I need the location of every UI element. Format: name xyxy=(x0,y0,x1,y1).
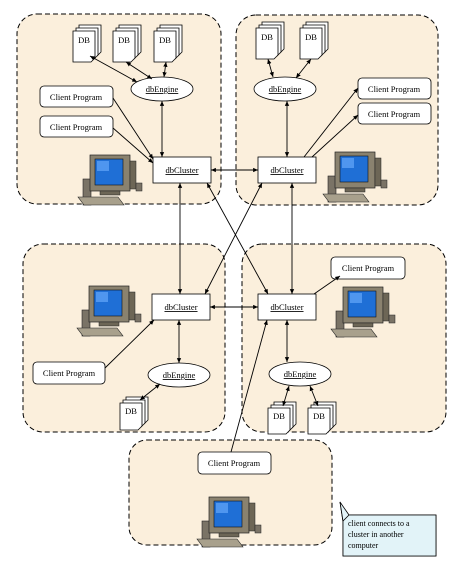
db-engine-label: dbEngine xyxy=(163,370,196,380)
client-program-box: Client Program xyxy=(357,102,432,125)
db-engine-label: dbEngine xyxy=(269,84,302,94)
db-engine: dbEngine xyxy=(130,76,194,102)
db-store: DB xyxy=(153,24,183,63)
db-engine: dbEngine xyxy=(253,76,317,102)
client-program-box: Client Program xyxy=(39,85,114,108)
db-label: DB xyxy=(159,35,171,45)
client-program-box: Client Program xyxy=(357,77,432,100)
connector-arrow xyxy=(112,127,154,164)
db-label: DB xyxy=(125,406,137,416)
db-label: DB xyxy=(313,411,325,421)
db-store: DB xyxy=(72,24,102,63)
db-cluster-label: dbCluster xyxy=(270,302,303,312)
callout-line-1: client connects to a xyxy=(348,519,410,528)
db-label: DB xyxy=(78,35,90,45)
client-program-box: Client Program xyxy=(39,115,114,138)
db-cluster: dbCluster xyxy=(257,156,317,184)
client-program-label: Client Program xyxy=(50,92,103,102)
db-cluster-label: dbCluster xyxy=(164,302,197,312)
connector-arrow xyxy=(139,383,161,401)
db-label: DB xyxy=(261,32,273,42)
client-program-label: Client Program xyxy=(368,84,421,94)
db-store: DB xyxy=(299,21,329,60)
db-cluster: dbCluster xyxy=(152,156,212,184)
db-store: DB xyxy=(255,21,285,60)
db-engine-label: dbEngine xyxy=(284,369,317,379)
db-store: DB xyxy=(267,401,297,435)
db-cluster: dbCluster xyxy=(151,293,211,321)
connector-arrow xyxy=(125,61,153,80)
connector-arrow xyxy=(311,114,359,158)
client-program-label: Client Program xyxy=(208,458,261,468)
db-label: DB xyxy=(273,411,285,421)
db-label: DB xyxy=(118,35,130,45)
client-program-box: Client Program xyxy=(330,256,406,280)
db-engine-label: dbEngine xyxy=(146,84,179,94)
connector-arrow xyxy=(309,385,319,407)
client-program-label: Client Program xyxy=(50,122,103,132)
callout-line-3: computer xyxy=(348,541,379,550)
client-program-label: Client Program xyxy=(342,263,395,273)
connector-arrow xyxy=(112,97,154,160)
remote-client-group xyxy=(128,439,333,546)
connector-arrow xyxy=(313,275,341,295)
connector-arrow xyxy=(162,61,168,78)
client-program-box: Client Program xyxy=(32,361,106,385)
callout-line-2: cluster in another xyxy=(348,530,404,539)
client-program-label: Client Program xyxy=(43,368,96,378)
connector-arrow xyxy=(230,319,268,453)
client-program-box: Client Program xyxy=(197,451,272,475)
db-engine: dbEngine xyxy=(147,362,211,388)
connector-arrow xyxy=(104,319,155,369)
connector-arrow xyxy=(282,385,290,407)
connector-arrow xyxy=(267,58,274,78)
db-store: DB xyxy=(307,401,337,435)
db-cluster-label: dbCluster xyxy=(165,165,198,175)
db-cluster-label: dbCluster xyxy=(270,165,303,175)
connector-arrow xyxy=(303,87,359,158)
db-engine: dbEngine xyxy=(268,361,332,387)
db-label: DB xyxy=(305,32,317,42)
connector-arrow xyxy=(204,182,263,295)
db-cluster: dbCluster xyxy=(257,293,317,321)
db-store: DB xyxy=(119,396,149,431)
callout-note: client connects to a cluster in another … xyxy=(339,501,437,557)
client-program-label: Client Program xyxy=(368,109,421,119)
connectors xyxy=(89,55,359,453)
connector-arrow xyxy=(295,58,312,79)
db-store: DB xyxy=(112,24,142,63)
